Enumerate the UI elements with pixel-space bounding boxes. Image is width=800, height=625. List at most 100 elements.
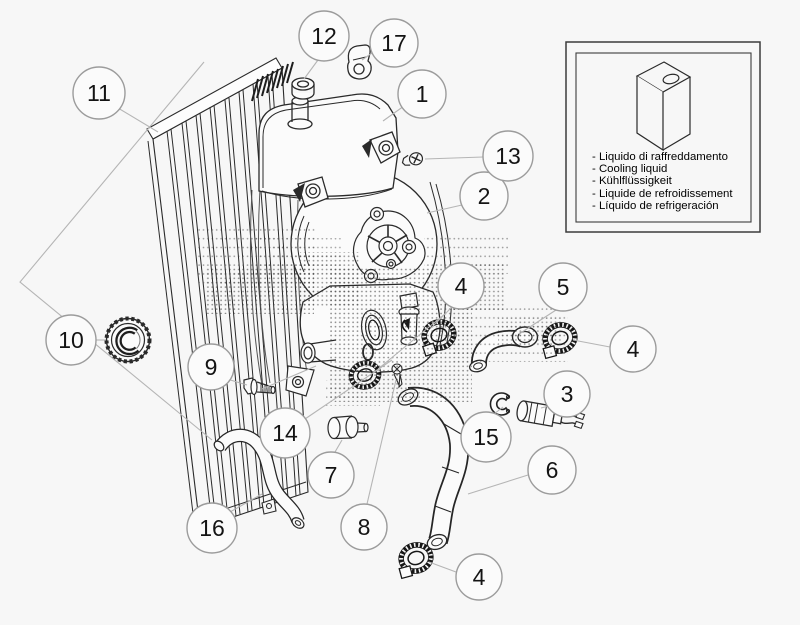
- leader-line-16: [229, 493, 263, 513]
- callout-circle-2[interactable]: [459, 171, 509, 221]
- callout-circle-13[interactable]: [482, 130, 534, 182]
- callout-circle-5[interactable]: [538, 262, 588, 312]
- callout-2[interactable]: 2: [459, 171, 509, 221]
- callout-17[interactable]: 17: [369, 18, 419, 68]
- small-hose-drawing: [213, 428, 305, 529]
- expansion-tank-drawing: [258, 93, 401, 208]
- callout-circle-17[interactable]: [369, 18, 419, 68]
- callout-number-3: 3: [561, 381, 574, 407]
- callout-8[interactable]: 8: [340, 503, 388, 551]
- callout-circle-9[interactable]: [187, 343, 235, 391]
- callout-circle-3[interactable]: [543, 370, 591, 418]
- callout-11[interactable]: 11: [72, 66, 126, 120]
- fan-hub-drawing: [352, 206, 426, 284]
- callout-5[interactable]: 5: [538, 262, 588, 312]
- callout-circle-7[interactable]: [307, 451, 355, 499]
- thermal-switch-drawing: [516, 400, 586, 430]
- callout-number-11: 11: [87, 80, 111, 106]
- callout-number-4-3: 4: [473, 564, 486, 590]
- leader-line-7: [334, 439, 343, 453]
- callout-number-6: 6: [546, 457, 559, 483]
- legend-line-0: - Liquido di raffreddamento: [592, 151, 728, 163]
- leader-line-extra-2: [261, 365, 317, 390]
- clamp-bracket-drawing: [347, 44, 372, 80]
- callout-9[interactable]: 9: [187, 343, 235, 391]
- callout-number-2: 2: [478, 183, 491, 209]
- leader-line-11: [117, 107, 159, 133]
- callout-circle-15[interactable]: [460, 411, 512, 463]
- leader-line-extra-0: [19, 61, 213, 441]
- big-hose-drawing: [397, 386, 470, 551]
- circlip-drawing: [489, 392, 511, 416]
- callout-number-15: 15: [473, 424, 499, 450]
- coolant-container-icon: [635, 61, 692, 152]
- callout-number-1: 1: [416, 81, 429, 107]
- leader-line-13: [424, 156, 484, 160]
- legend-line-4: - Líquido de refrigeración: [592, 199, 719, 212]
- leader-line-17: [361, 52, 373, 61]
- callout-circle-10[interactable]: [45, 314, 97, 366]
- callout-circle-8[interactable]: [340, 503, 388, 551]
- tank-cap-drawing: [291, 77, 315, 100]
- callout-number-13: 13: [495, 143, 521, 169]
- leader-lines: [19, 52, 611, 573]
- callout-16[interactable]: 16: [186, 502, 238, 554]
- callout-4-3[interactable]: 4: [455, 553, 503, 601]
- callout-number-4: 4: [455, 273, 468, 299]
- callout-circle-14[interactable]: [259, 407, 311, 459]
- legend-text: - Liquido di raffreddamento- Cooling liq…: [592, 151, 757, 212]
- callout-circle-1[interactable]: [397, 69, 447, 119]
- callout-circle-16[interactable]: [186, 502, 238, 554]
- legend-line-3: - Liquide de refroidissement: [592, 187, 733, 200]
- callout-number-8: 8: [358, 514, 371, 540]
- callout-3[interactable]: 3: [543, 370, 591, 418]
- leader-line-1: [382, 105, 405, 122]
- leader-line-12: [303, 59, 319, 80]
- leader-line-4: [430, 306, 453, 329]
- callout-number-16: 16: [199, 515, 225, 541]
- callout-12[interactable]: 12: [298, 10, 350, 62]
- leader-line-6: [467, 474, 529, 495]
- callout-number-7: 7: [325, 462, 338, 488]
- leader-line-8: [366, 379, 397, 505]
- callout-circle-4-3[interactable]: [455, 553, 503, 601]
- callout-4-2[interactable]: 4: [609, 325, 657, 373]
- legend-line-1: - Cooling liquid: [592, 163, 668, 176]
- bolt-9-drawing: [243, 377, 276, 396]
- callout-14[interactable]: 14: [259, 407, 311, 459]
- callout-circle-4[interactable]: [437, 262, 485, 310]
- callout-7[interactable]: 7: [307, 451, 355, 499]
- leader-line-4-3: [428, 561, 457, 573]
- callout-6[interactable]: 6: [527, 445, 577, 495]
- leader-line-2: [426, 204, 463, 214]
- callout-number-17: 17: [381, 30, 407, 56]
- leader-line-extra-1: [377, 312, 447, 370]
- leader-line-14: [304, 359, 393, 420]
- callout-13[interactable]: 13: [482, 130, 534, 182]
- hose-clamp-drawing: [398, 542, 434, 580]
- callout-10[interactable]: 10: [45, 314, 97, 366]
- callout-number-4-2: 4: [627, 336, 640, 362]
- callout-circle-12[interactable]: [298, 10, 350, 62]
- leader-line-4-2: [572, 339, 611, 348]
- radiator-cap-drawing: [104, 316, 152, 364]
- callout-number-10: 10: [58, 327, 84, 353]
- callout-circle-6[interactable]: [527, 445, 577, 495]
- callout-circle-4-2[interactable]: [609, 325, 657, 373]
- callout-number-14: 14: [272, 420, 298, 446]
- callout-number-9: 9: [205, 354, 218, 380]
- screw-13-drawing: [401, 152, 424, 166]
- callout-4[interactable]: 4: [437, 262, 485, 310]
- leader-line-5: [518, 309, 557, 335]
- legend-box: [565, 41, 761, 233]
- callout-circle-11[interactable]: [72, 66, 126, 120]
- callout-15[interactable]: 15: [460, 411, 512, 463]
- filler-neck-drawing: [287, 96, 313, 130]
- bushing-drawing: [327, 415, 369, 440]
- callout-number-12: 12: [311, 23, 337, 49]
- leader-line-15: [493, 406, 504, 415]
- callout-1[interactable]: 1: [397, 69, 447, 119]
